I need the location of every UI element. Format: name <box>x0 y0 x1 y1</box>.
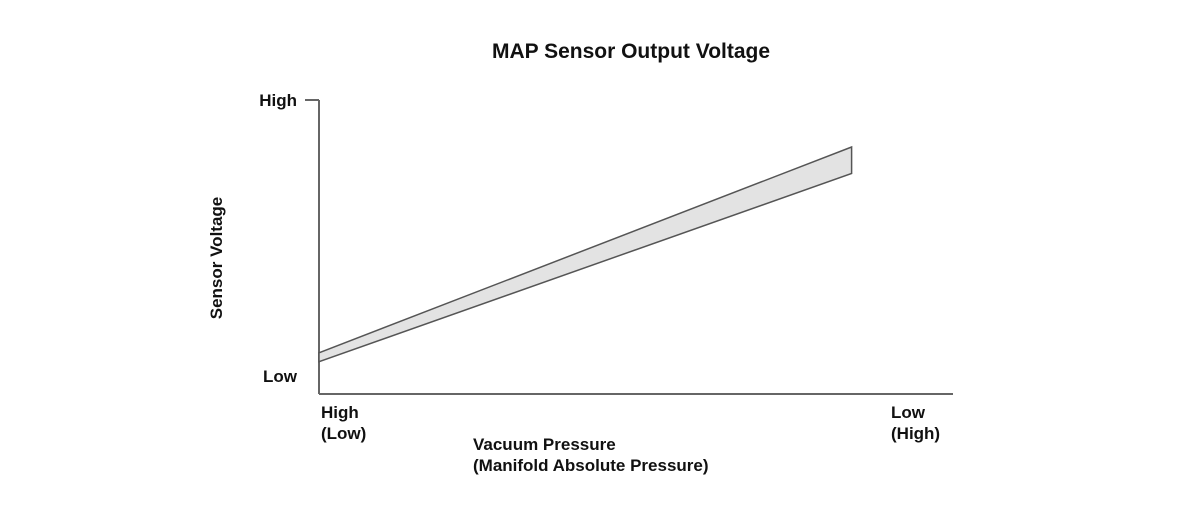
sensor-voltage-band <box>318 145 853 363</box>
x-tick-label-right-line2: (High) <box>891 424 940 443</box>
x-axis-label-line2: (Manifold Absolute Pressure) <box>473 456 709 475</box>
y-tick-label-high: High <box>259 91 297 110</box>
x-tick-label-left-line2: (Low) <box>321 424 366 443</box>
x-tick-label-left-line1: High <box>321 403 359 422</box>
y-tick-label-low: Low <box>263 367 298 386</box>
y-axis-label: Sensor Voltage <box>207 197 226 320</box>
x-axis-label-line1: Vacuum Pressure <box>473 435 616 454</box>
axes <box>305 99 953 395</box>
chart-title: MAP Sensor Output Voltage <box>492 40 770 63</box>
x-tick-label-right-line1: Low <box>891 403 926 422</box>
